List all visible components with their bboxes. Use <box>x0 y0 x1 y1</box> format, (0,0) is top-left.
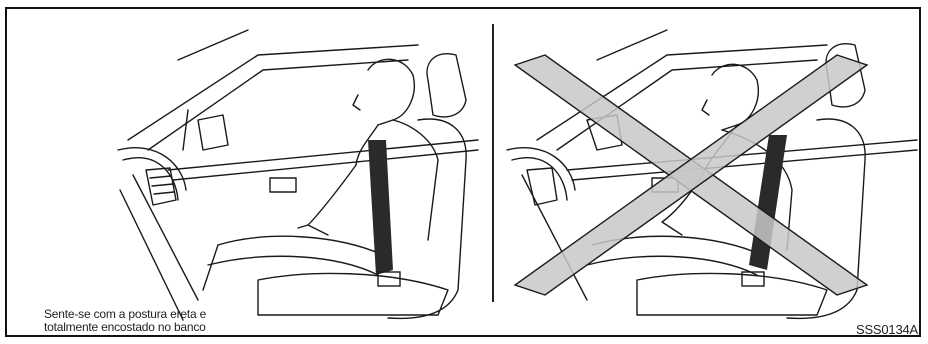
headrest <box>427 54 466 117</box>
panel-incorrect-posture <box>497 0 921 330</box>
occupant-head <box>368 59 414 125</box>
seat-cushion <box>258 273 448 315</box>
figure-code: SSS0134A <box>856 322 918 337</box>
occupant-legs <box>218 236 383 255</box>
x-mark-icon <box>515 55 867 295</box>
side-mirror <box>198 115 228 150</box>
seat-cushion <box>637 273 827 315</box>
illustration-correct-seating <box>8 0 488 330</box>
belt-buckle <box>378 272 400 286</box>
seat-belt <box>368 140 393 275</box>
occupant-arm <box>308 165 356 235</box>
panel-divider <box>492 24 494 302</box>
seat-back <box>388 119 466 318</box>
roof-line <box>178 30 248 60</box>
caption-line-2: totalmente encostado no banco <box>44 321 206 334</box>
occupant-torso <box>393 120 438 240</box>
figure-caption: Sente-se com a postura ereta e totalment… <box>44 308 206 334</box>
air-vent <box>527 168 557 205</box>
illustration-incorrect-seating <box>497 0 921 330</box>
air-vent <box>146 168 176 205</box>
door-handle <box>270 178 296 192</box>
panel-correct-posture <box>8 0 488 330</box>
